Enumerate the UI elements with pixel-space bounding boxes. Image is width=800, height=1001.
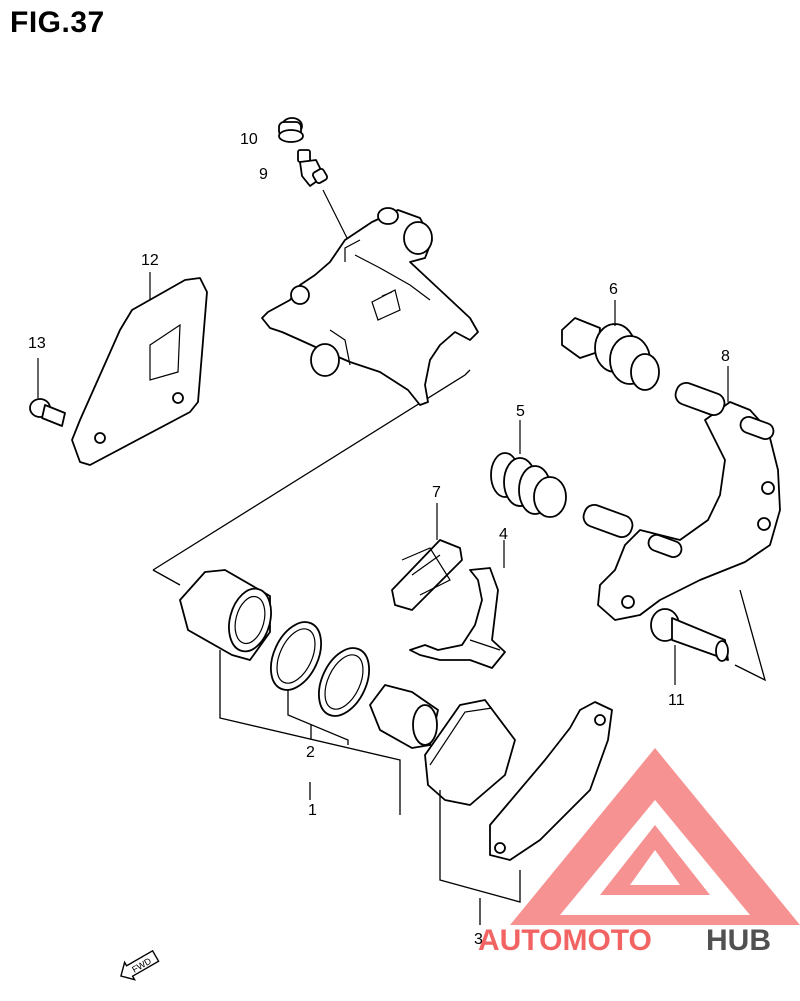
bleeder-cap-part [278, 117, 304, 143]
pin-boot-part-6 [561, 300, 660, 391]
callout-2: 2 [306, 744, 315, 761]
callout-13: 13 [28, 335, 46, 352]
callout-9: 9 [259, 166, 268, 183]
callout-5: 5 [516, 403, 525, 420]
brake-pad-inner [424, 699, 516, 806]
callout-10: 10 [240, 131, 258, 148]
caliper-holder-part [582, 366, 781, 621]
callout-8: 8 [721, 348, 730, 365]
assembly-outline [152, 369, 767, 682]
leader-lines [219, 650, 521, 925]
callout-6: 6 [609, 281, 618, 298]
callout-12: 12 [141, 252, 159, 269]
watermark-brand-part1: AUTOMOTO [478, 924, 652, 957]
brake-pad-outer [489, 701, 613, 861]
piston-seal-rings [270, 621, 370, 717]
bracket-bolt-part [29, 358, 66, 427]
pin-boot-part-5 [490, 420, 567, 518]
figure-title: FIG.37 [10, 6, 105, 39]
callout-1: 1 [308, 802, 317, 819]
pad-spring-part [391, 503, 463, 611]
watermark-brand: AUTOMOTO HUB [478, 924, 771, 957]
bracket-plate-part [71, 272, 208, 466]
piston-part [179, 569, 272, 661]
callout-11: 11 [668, 692, 685, 709]
callout-4: 4 [499, 526, 508, 543]
callout-3: 3 [474, 931, 483, 948]
holder-bolt-part [650, 608, 729, 685]
caliper-body-part [261, 207, 479, 406]
piston-insert-part [369, 684, 439, 749]
callout-7: 7 [432, 484, 441, 501]
watermark-logo [510, 748, 800, 925]
watermark-brand-part2: HUB [706, 924, 771, 957]
fwd-direction-badge: FWD [120, 949, 160, 981]
bleeder-valve-part [297, 149, 349, 241]
pad-retainer-part [409, 540, 506, 669]
